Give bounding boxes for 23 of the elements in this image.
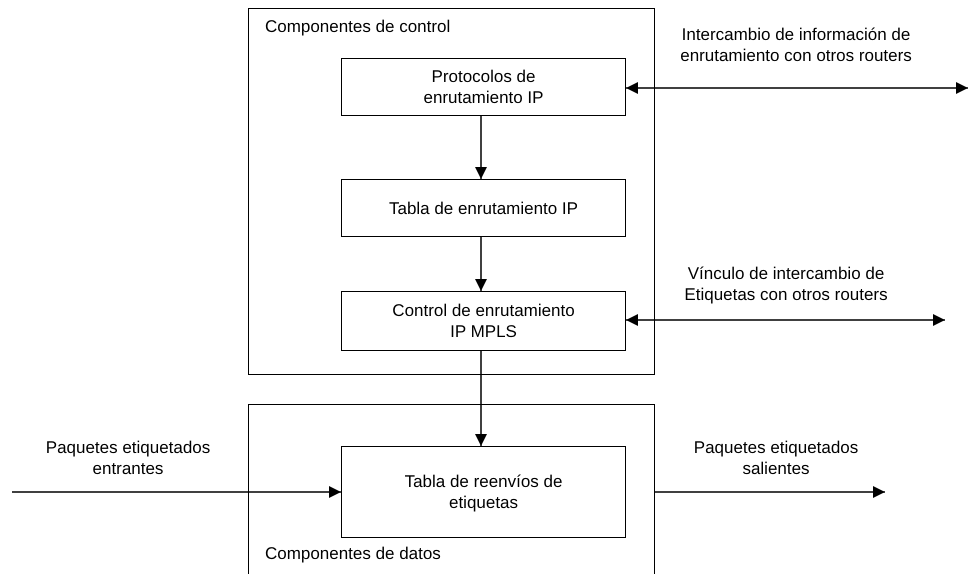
group-heading: Componentes de control [265,17,450,37]
box-label: Tabla de enrutamiento IP [388,198,578,218]
edge-label: Paquetes etiquetados salientes [692,437,860,479]
box-label: Protocolos de enrutamiento IP [422,66,544,108]
arrow [626,82,968,94]
component-group-frame [248,404,655,574]
box-label: Tabla de reenvíos de etiquetas [404,471,564,513]
arrow [12,486,341,498]
process-box [341,446,626,538]
edge-label: Intercambio de información de enrutamiento con otros routers [679,24,913,66]
box-label: Control de enrutamiento IP MPLS [391,300,576,342]
process-box [341,179,626,237]
component-group-frame [248,8,655,375]
process-box [341,58,626,116]
process-box [341,291,626,351]
arrow [475,351,487,446]
arrow [475,116,487,179]
arrow [626,314,945,326]
arrow [655,486,885,498]
arrow [475,237,487,291]
edge-label: Paquetes etiquetados entrantes [44,437,212,479]
group-heading: Componentes de datos [265,544,441,564]
edge-label: Vínculo de intercambio de Etiquetas con otros routers [683,263,889,305]
